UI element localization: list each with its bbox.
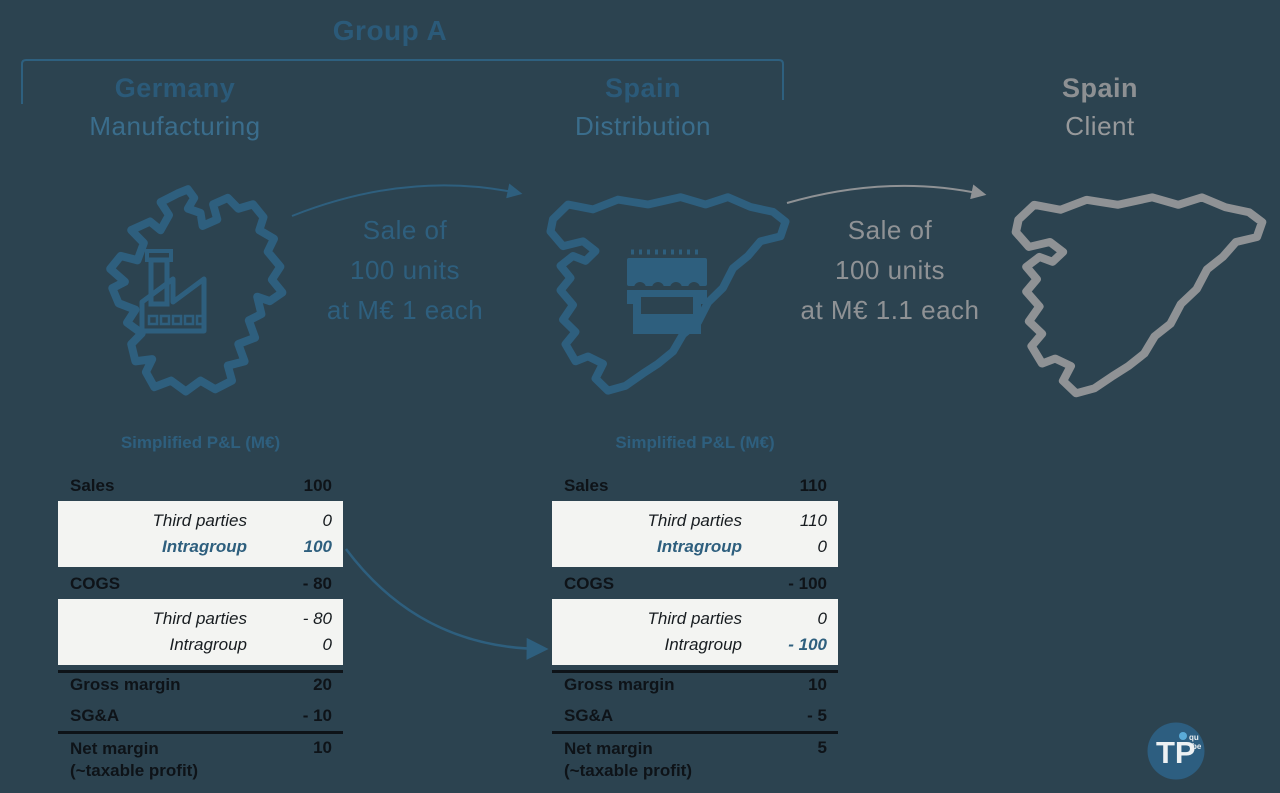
flow-line: at M€ 1.1 each	[800, 295, 980, 325]
row-label: Intragroup	[664, 635, 743, 654]
net-margin-row: Net margin (~taxable profit) 5	[552, 731, 838, 782]
row-value: - 100	[788, 635, 827, 654]
flow-line: Sale of	[847, 215, 933, 245]
row-value: 110	[799, 476, 827, 495]
row-label: COGS	[564, 574, 615, 593]
logo-sup-bottom: be	[1192, 742, 1202, 751]
flow-line: at M€ 1 each	[326, 295, 484, 325]
column-subtitle: Manufacturing	[89, 111, 261, 141]
sga-row: SG&A - 10	[58, 704, 343, 728]
column-header-spain-client: Spain Client	[960, 72, 1240, 141]
third-parties-row: Third parties - 80	[58, 606, 343, 632]
germany-map-outline	[106, 185, 287, 396]
row-value: 0	[322, 511, 332, 530]
third-parties-row: Third parties 0	[58, 508, 343, 534]
intragroup-row: Intragroup - 100	[552, 632, 838, 658]
row-label: Intragroup	[169, 635, 248, 654]
cogs-detail-box: Third parties - 80 Intragroup 0	[58, 599, 343, 665]
third-parties-row: Third parties 110	[552, 508, 838, 534]
row-value: - 80	[302, 574, 332, 593]
logo-tp-text: TP	[1156, 735, 1196, 770]
row-label: SG&A	[564, 706, 614, 725]
column-title: Spain	[604, 73, 681, 103]
row-label: SG&A	[70, 706, 120, 725]
shop-icon	[627, 249, 707, 334]
row-value: 5	[817, 738, 827, 757]
pl-table-spain: Simplified P&L (M€) Sales 110 Third part…	[552, 432, 838, 782]
row-value: - 10	[302, 706, 332, 725]
row-value: 10	[313, 738, 332, 757]
row-value: - 5	[807, 706, 827, 725]
logo-dot	[1179, 732, 1187, 740]
net-margin-row: Net margin (~taxable profit) 10	[58, 731, 343, 782]
row-sublabel: (~taxable profit)	[70, 761, 198, 780]
row-label: Intragroup	[162, 537, 247, 556]
row-value: 110	[799, 511, 827, 530]
group-a-title: Group A	[332, 15, 448, 46]
row-label: Gross margin	[564, 675, 675, 694]
row-sublabel: (~taxable profit)	[564, 761, 692, 780]
intragroup-row: Intragroup 100	[58, 534, 343, 560]
gross-margin-row: Gross margin 10	[552, 670, 838, 697]
logo-sup-top: qu	[1189, 733, 1199, 742]
row-label: COGS	[70, 574, 121, 593]
sales-detail-box: Third parties 0 Intragroup 100	[58, 501, 343, 567]
cogs-detail-box: Third parties 0 Intragroup - 100	[552, 599, 838, 665]
row-label: Intragroup	[657, 537, 742, 556]
third-parties-row: Third parties 0	[552, 606, 838, 632]
flow-line: 100 units	[349, 255, 461, 285]
cogs-row: COGS - 100	[552, 572, 838, 596]
row-value: 0	[322, 635, 332, 654]
column-subtitle: Client	[1065, 111, 1135, 141]
row-value: 20	[313, 675, 332, 694]
factory-icon	[139, 249, 207, 334]
flow-line: Sale of	[362, 215, 448, 245]
row-value: 10	[808, 675, 827, 694]
cogs-row: COGS - 80	[58, 572, 343, 596]
row-value: - 100	[788, 574, 827, 593]
row-label: Sales	[564, 476, 609, 495]
flow-line: 100 units	[834, 255, 946, 285]
column-header-spain-distribution: Spain Distribution	[503, 72, 783, 141]
row-label: Third parties	[647, 511, 742, 530]
sales-detail-box: Third parties 110 Intragroup 0	[552, 501, 838, 567]
spain-map-outline	[546, 193, 790, 395]
row-label: Third parties	[647, 609, 742, 628]
row-label: Sales	[70, 476, 115, 495]
column-title: Germany	[114, 73, 236, 103]
row-label: Third parties	[152, 609, 247, 628]
gross-margin-row: Gross margin 20	[58, 670, 343, 697]
pl-table-title: Simplified P&L (M€)	[615, 433, 775, 452]
row-value: - 80	[302, 609, 332, 628]
row-value: 100	[303, 476, 332, 495]
tpqube-logo: TP qu be	[1147, 722, 1205, 780]
intragroup-row: Intragroup 0	[58, 632, 343, 658]
row-label: Net margin	[70, 739, 159, 758]
sga-row: SG&A - 5	[552, 704, 838, 728]
row-value: 0	[817, 609, 827, 628]
row-label: Net margin	[564, 739, 653, 758]
column-title: Spain	[1061, 73, 1138, 103]
intragroup-flow-arrow	[344, 548, 549, 660]
sale-flow-label-2: Sale of 100 units at M€ 1.1 each	[765, 210, 1015, 330]
pl-table-title: Simplified P&L (M€)	[120, 433, 281, 452]
row-label: Gross margin	[70, 675, 181, 694]
row-value: 100	[303, 537, 332, 556]
sales-row: Sales 110	[552, 474, 838, 498]
row-label: Third parties	[152, 511, 247, 530]
sale-flow-label-1: Sale of 100 units at M€ 1 each	[290, 210, 520, 330]
spain-client-map-outline	[1011, 193, 1267, 398]
pl-table-germany: Simplified P&L (M€) Sales 100 Third part…	[58, 432, 343, 782]
column-header-germany-manufacturing: Germany Manufacturing	[35, 72, 315, 141]
sale-arrow-spain-to-client	[786, 184, 987, 204]
sales-row: Sales 100	[58, 474, 343, 498]
intragroup-row: Intragroup 0	[552, 534, 838, 560]
row-value: 0	[817, 537, 827, 556]
column-subtitle: Distribution	[574, 111, 712, 141]
